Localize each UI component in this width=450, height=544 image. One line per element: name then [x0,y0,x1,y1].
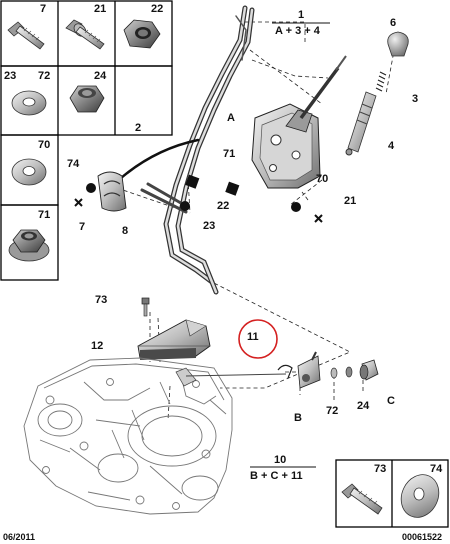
washer-icon [11,158,47,186]
grid-cell-label: 24 [94,70,107,82]
callout-21: 21 [344,195,357,207]
callout-10-formula: B + C + 11 [250,470,303,482]
callout-A: A [227,112,235,124]
screw-marker-icon [74,198,323,223]
box-cell-label: 73 [374,463,387,475]
callout-6: 6 [390,17,397,29]
gear-shifter-mechanism [251,55,347,189]
cable-clip-icon [97,171,127,212]
formula-rules [250,22,330,468]
ball-joint-icon [297,351,321,389]
callout-1: 1 [298,9,305,21]
callout-11: 11 [247,331,259,343]
callout-74: 74 [67,158,80,170]
box-cell-label: 74 [430,463,443,475]
callout-7: 7 [79,221,86,233]
gear-knob-icon [387,31,409,57]
callout-8: 8 [122,225,129,237]
callout-24: 24 [357,400,370,412]
callout-3: 3 [412,93,419,105]
callout-72: 72 [326,405,339,417]
grid-cell-label: 72 [38,70,51,82]
bolt-icon [341,483,383,515]
gear-cables [110,5,255,295]
callout-73: 73 [95,294,108,306]
washer-icon [11,90,47,116]
cable-bracket-icon [137,319,211,360]
callout-23: 23 [203,220,216,232]
parts-grid [0,0,173,281]
spacer-nut-icon [69,85,105,113]
callout-B: B [294,412,302,424]
callout-2: 2 [135,122,142,134]
flange-nut-icon [8,229,50,262]
end-cap-icon [359,359,379,381]
grid-cell-label: 70 [38,139,51,151]
shift-sleeve-icon [345,91,377,156]
callout-70: 70 [316,173,329,185]
hex-nut-icon [123,19,161,49]
grid-cell-label: 21 [94,3,107,15]
grid-cell-label: 22 [151,3,164,15]
callout-12: 12 [91,340,104,352]
gearbox-casing [23,357,233,515]
callout-71: 71 [223,148,236,160]
retaining-clip-icon [277,364,293,379]
washer-icon [400,474,440,518]
bolt-icon [141,297,150,317]
callout-4: 4 [388,140,395,152]
diagram-reference: 00061522 [402,532,443,542]
spacer-nut-icon [345,366,353,378]
fastener-markers [86,174,301,212]
callout-1-formula: A + 3 + 4 [275,25,320,37]
callout-10: 10 [274,454,287,466]
callout-22: 22 [217,200,230,212]
grid-cell-label: 71 [38,209,51,221]
washer-icon [330,367,338,379]
grid-cell-label: 23 [4,70,17,82]
grid-cell-label: 7 [40,3,47,15]
selector-shaft [175,367,287,387]
spring-icon [375,71,387,92]
bolt-icon [7,21,45,50]
highlight-circle [238,319,278,359]
flange-bolt-icon [65,19,105,50]
diagram-date: 06/2011 [3,532,36,542]
fastener-box [335,459,449,528]
callout-C: C [387,395,395,407]
